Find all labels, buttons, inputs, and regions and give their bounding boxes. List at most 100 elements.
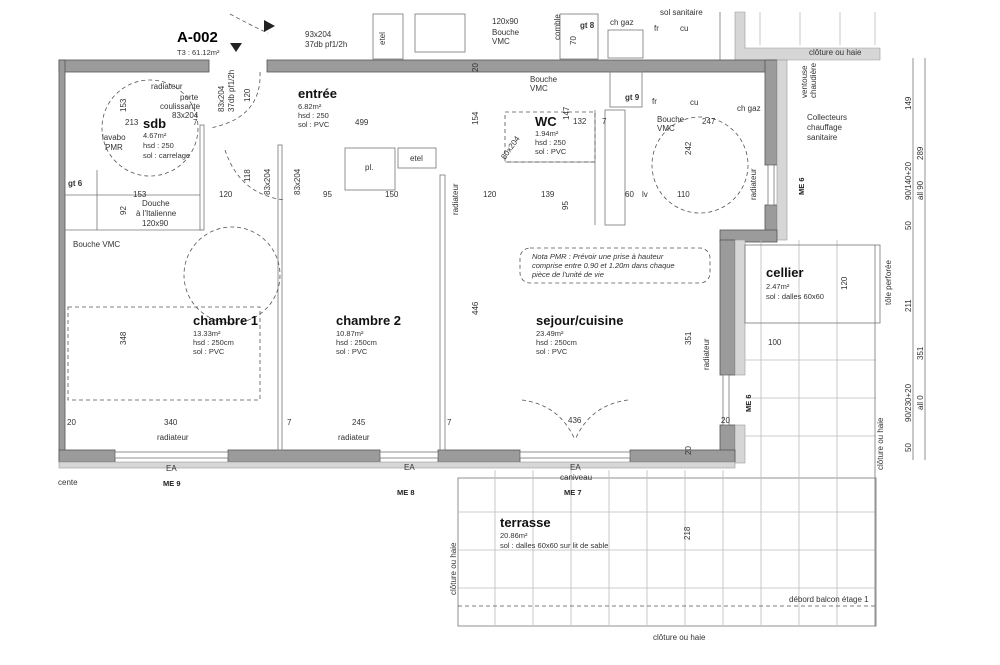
dimensions-d118: 118 — [243, 169, 252, 182]
dimensions-d20top: 20 — [471, 63, 480, 72]
labels-cloture: clôture ou haie — [876, 417, 885, 470]
dimensions-d92: 92 — [119, 206, 128, 215]
rooms-2-hsd: hsd : 250 — [535, 138, 566, 147]
dimensions-d247: 247 — [702, 117, 716, 126]
labels-door_entry_1: 83x204 — [217, 85, 226, 112]
labels-etel: etel — [410, 154, 423, 163]
dimensions-r90230: 90/230+20 — [904, 383, 913, 422]
labels-gt8: gt 8 — [580, 21, 595, 30]
labels-pl: pl. — [365, 163, 373, 172]
room-chambre-2: chambre 2 10.87m² hsd : 250cm sol : PVC — [336, 313, 401, 356]
dimensions-d120a: 120 — [243, 88, 252, 102]
dimensions-d120cel: 120 — [840, 276, 849, 290]
labels-lv: lv — [642, 190, 648, 199]
labels-door_83: 83x204 — [263, 168, 272, 195]
dimensions-d7d: 7 — [447, 418, 452, 427]
dimensions-d60: 60 — [625, 190, 634, 199]
rooms-4-sol: sol : PVC — [336, 347, 368, 356]
note-1: comprise entre 0.90 et 1.20m dans chaque — [532, 261, 675, 270]
labels-ea: EA — [570, 463, 581, 472]
rooms-0-area: 6.82m² — [298, 102, 322, 111]
rooms-5-hsd: hsd : 250cm — [536, 338, 577, 347]
rooms-1-name: sdb — [143, 116, 166, 131]
rooms-5-name: sejour/cuisine — [536, 313, 623, 328]
labels-douche: Douche — [142, 199, 170, 208]
room-cellier: cellier 2.47m² sol : dalles 60x60 — [766, 265, 824, 301]
labels-radiateur: radiateur — [157, 433, 189, 442]
rooms-0-hsd: hsd : 250 — [298, 111, 329, 120]
labels-door_main_1: 93x204 — [305, 30, 332, 39]
dimensions-rall0: all 0 — [916, 395, 925, 410]
rooms-7-area: 20.86m² — [500, 531, 528, 540]
labels-caniveau: caniveau — [560, 473, 592, 482]
rooms-2-area: 1.94m² — [535, 129, 559, 138]
rooms-0-sol: sol : PVC — [298, 120, 330, 129]
dimensions-d95a: 95 — [323, 190, 332, 199]
labels-gt9: gt 9 — [625, 93, 640, 102]
dimensions-d446: 446 — [471, 301, 480, 315]
labels-vmc: VMC — [492, 37, 510, 46]
labels-cloture: clôture ou haie — [809, 48, 862, 57]
unit-id: A-002 — [177, 29, 218, 46]
dimensions-rall90: all 90 — [916, 180, 925, 200]
room-sejour-cuisine: sejour/cuisine 23.49m² hsd : 250cm sol :… — [536, 313, 623, 356]
dimensions-d7b: 7 — [602, 117, 607, 126]
labels-etel: etel — [378, 32, 387, 45]
labels-debord: débord balcon étage 1 — [789, 595, 869, 604]
dimensions-d20a: 20 — [67, 418, 76, 427]
dimensions-r211: 211 — [904, 299, 913, 312]
labels-bouche_vmc: Bouche VMC — [73, 240, 120, 249]
walls — [58, 59, 788, 469]
labels-door_80: 80x204 — [499, 134, 522, 161]
labels-chauffage: chauffage — [807, 123, 843, 132]
labels-vmc: VMC — [530, 84, 548, 93]
terrace-grid — [457, 58, 926, 627]
dimensions-d348: 348 — [119, 331, 128, 345]
dimensions-d120b: 120 — [219, 190, 233, 199]
rooms-4-name: chambre 2 — [336, 313, 401, 328]
dimensions-d499: 499 — [355, 118, 369, 127]
rooms-5-sol: sol : PVC — [536, 347, 568, 356]
labels-bouche: Bouche — [492, 28, 520, 37]
room-terrasse: terrasse 20.86m² sol : dalles 60x60 sur … — [500, 515, 608, 550]
windows-3: ME 6 — [797, 177, 806, 195]
dimensions-d20c: 20 — [684, 446, 693, 455]
labels-ch_gaz: ch gaz — [737, 104, 761, 113]
labels-ventouse: ventouse — [800, 65, 809, 98]
labels-italienne: à l'Italienne — [136, 209, 177, 218]
labels-vmc: VMC — [657, 124, 675, 133]
windows-1: ME 8 — [397, 488, 415, 497]
labels-door_main_2: 37db pf1/2h — [305, 40, 347, 49]
note-box — [519, 247, 711, 284]
dimensions-d351: 351 — [684, 331, 693, 345]
rooms-7-sol: sol : dalles 60x60 sur lit de sable — [500, 541, 608, 550]
labels-chaudiere: chaudière — [809, 62, 818, 98]
windows-0: ME 9 — [163, 479, 181, 488]
pmr-note: Nota PMR : Prévoir une prise à hauteur c… — [531, 252, 675, 279]
labels-bouche: Bouche — [657, 115, 685, 124]
rooms-4-hsd: hsd : 250cm — [336, 338, 377, 347]
labels-ea: EA — [404, 463, 415, 472]
labels-ea: EA — [166, 464, 177, 473]
room-chambre-1: chambre 1 13.33m² hsd : 250cm sol : PVC — [193, 313, 258, 356]
labels-cu: cu — [680, 24, 688, 33]
labels-radiateur: radiateur — [151, 82, 183, 91]
neighbour-top — [229, 11, 881, 61]
dimensions-d153a: 153 — [119, 98, 128, 112]
dimensions-d242: 242 — [684, 141, 693, 155]
dimensions-d70: 70 — [569, 36, 578, 45]
dimensions-d150: 150 — [385, 190, 399, 199]
labels-pmr: PMR — [105, 143, 123, 152]
labels-radiateur: radiateur — [702, 338, 711, 370]
rooms-2-sol: sol : PVC — [535, 147, 567, 156]
door-swings — [67, 71, 749, 441]
dimensions-r50a: 50 — [904, 221, 913, 230]
window-markers: ME 9 ME 8 ME 7 ME 6 ME 6 — [163, 177, 806, 497]
dimensions-d132: 132 — [573, 117, 587, 126]
dimensions-d154: 154 — [471, 111, 480, 125]
dimensions-d7c: 7 — [287, 418, 292, 427]
labels-douche_top_size: 120x90 — [492, 17, 519, 26]
windows-4: ME 6 — [744, 394, 753, 412]
rooms-7-name: terrasse — [500, 515, 551, 530]
north-arrow-icon — [264, 20, 275, 32]
